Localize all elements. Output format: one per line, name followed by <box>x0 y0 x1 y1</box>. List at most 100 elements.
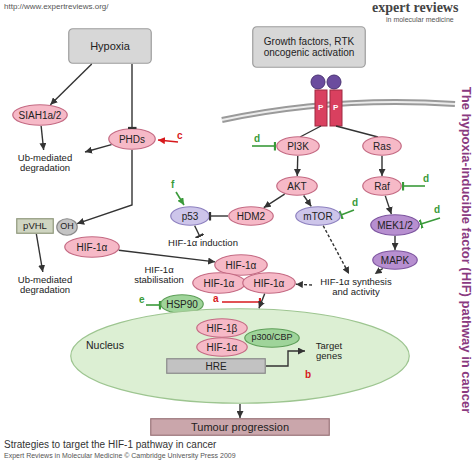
process-label: HIF-1α stabilisation <box>124 262 194 288</box>
node-text: HIF-1α <box>226 260 257 271</box>
ellipse-outline <box>71 309 410 404</box>
protein-ellipse: HIF-1α <box>242 272 296 294</box>
ellipse-outline <box>197 319 248 338</box>
node-text: Ub-mediated degradation <box>7 153 83 174</box>
signal-line <box>300 126 321 137</box>
nucleus-ellipse: Nucleus HIF-1βHIF-1αp300/CBP HRE Target gen… <box>70 308 410 404</box>
box-outline <box>167 359 266 374</box>
ellipse-outline <box>277 137 320 156</box>
phospho-mark: P <box>318 104 323 112</box>
node-text: HRE <box>205 361 226 372</box>
protein-ellipse: SIAH1a/2 <box>12 104 68 126</box>
node-text: MEK1/2 <box>377 220 413 231</box>
protein-ellipse: HIF-1α <box>196 337 248 357</box>
dna-element-box: HRE <box>166 358 266 374</box>
pathway-arrow <box>385 196 391 214</box>
source-url: http://www.expertreviews.org/ <box>4 3 108 11</box>
intervention-arrow <box>176 192 184 205</box>
pathway-arrow <box>210 215 228 216</box>
protein-ellipse: PHDs <box>108 128 156 150</box>
box-outline <box>151 419 330 436</box>
text-group: HIF-1α induction <box>157 236 249 250</box>
text-group: Ub-mediated degradation <box>5 150 85 176</box>
ellipse-outline <box>243 273 296 294</box>
ellipse-outline <box>371 215 420 236</box>
receptor-symbol <box>330 90 342 126</box>
node-text: OH <box>60 222 74 232</box>
hydroxyl-circle: OH <box>56 218 78 236</box>
intervention-arrow <box>158 140 178 142</box>
text-group: AKT <box>276 176 318 196</box>
node-text: Ras <box>373 141 391 152</box>
receptor-symbol <box>315 90 327 126</box>
intervention-bar <box>146 304 160 306</box>
ligand-symbol <box>327 75 341 89</box>
protein-ellipse: MEK1/2 <box>370 214 420 236</box>
text-group: Nucleus <box>84 340 144 352</box>
pathway-arrow <box>304 195 312 206</box>
node-text: HIF-1β <box>207 323 238 334</box>
pathway-arrow <box>296 284 312 286</box>
text-group: MAPK <box>372 250 418 270</box>
node-text: PHDs <box>119 134 145 145</box>
intervention-bar <box>421 218 440 224</box>
box-outline <box>17 219 54 234</box>
protein-ellipse: p300/CBP <box>244 328 300 348</box>
pathway-arrow <box>375 268 383 274</box>
pathway-arrow <box>77 150 132 224</box>
text-group: Raf <box>362 176 402 196</box>
pathway-arrow <box>50 64 91 105</box>
text-group: MEK1/2 <box>370 214 420 236</box>
pathway-arrow <box>264 194 285 208</box>
pathway-arrow <box>394 236 395 250</box>
ellipse-outline <box>373 251 418 270</box>
protein-ellipse: mTOR <box>295 206 341 226</box>
node-text: Nucleus <box>86 340 124 352</box>
ellipse-outline <box>109 129 156 150</box>
pathway-arrow <box>259 294 265 308</box>
protein-ellipse: HIF-1β <box>196 318 248 338</box>
strategy-letter: e <box>139 295 145 305</box>
ellipse-outline <box>13 105 68 126</box>
strategy-letter: c <box>177 131 183 141</box>
text-group: OH <box>56 218 78 236</box>
protein-ellipse: Raf <box>362 176 402 196</box>
ellipse-outline <box>245 329 300 348</box>
process-label: Ub-mediated degradation <box>5 272 85 298</box>
text-group: p53 <box>170 206 210 226</box>
text-group: HIF-1α synthesis and activity <box>312 274 400 300</box>
intervention-bar <box>341 210 354 215</box>
protein-ellipse: HIF-1α <box>64 236 120 258</box>
pathway-arrow <box>297 156 299 176</box>
strategy-letter: b <box>305 370 311 380</box>
text-group: Tumour progression <box>150 418 330 436</box>
ellipse-outline <box>277 177 318 196</box>
text-group: Ub-mediated degradation <box>5 272 85 298</box>
ellipse-outline <box>193 273 246 294</box>
pathway-arrow <box>41 126 44 150</box>
strategy-letter: a <box>213 294 219 304</box>
process-label: Ub-mediated degradation <box>5 150 85 176</box>
text-group: Target genes <box>305 338 353 364</box>
ellipse-outline <box>363 177 402 196</box>
pathway-arrow <box>323 226 349 274</box>
process-label: HIF-1α synthesis and activity <box>312 274 400 300</box>
node-text: HIF-1α <box>254 278 285 289</box>
figure-caption: Strategies to target the HIF-1 pathway i… <box>4 440 216 450</box>
node-text: pVHL <box>23 221 47 231</box>
text-group: HDM2 <box>228 206 274 226</box>
node-text: PI3K <box>287 141 309 152</box>
journal-logo: in molecular medicine <box>386 16 454 23</box>
text-group: HIF-1α <box>64 236 120 258</box>
strategy-letter: d <box>434 205 440 215</box>
text-group: HIF-1α <box>196 337 248 357</box>
node-text: HDM2 <box>237 211 265 222</box>
node-text: Tumour progression <box>191 421 289 433</box>
node-text: Ub-mediated degradation <box>7 275 83 296</box>
protein-ellipse: MAPK <box>372 250 418 270</box>
pathway-arrow <box>119 250 215 262</box>
text-group: HIF-1α <box>242 272 296 294</box>
node-text: HIF-1α synthesis and activity <box>314 277 398 298</box>
node-text: MAPK <box>381 255 409 266</box>
